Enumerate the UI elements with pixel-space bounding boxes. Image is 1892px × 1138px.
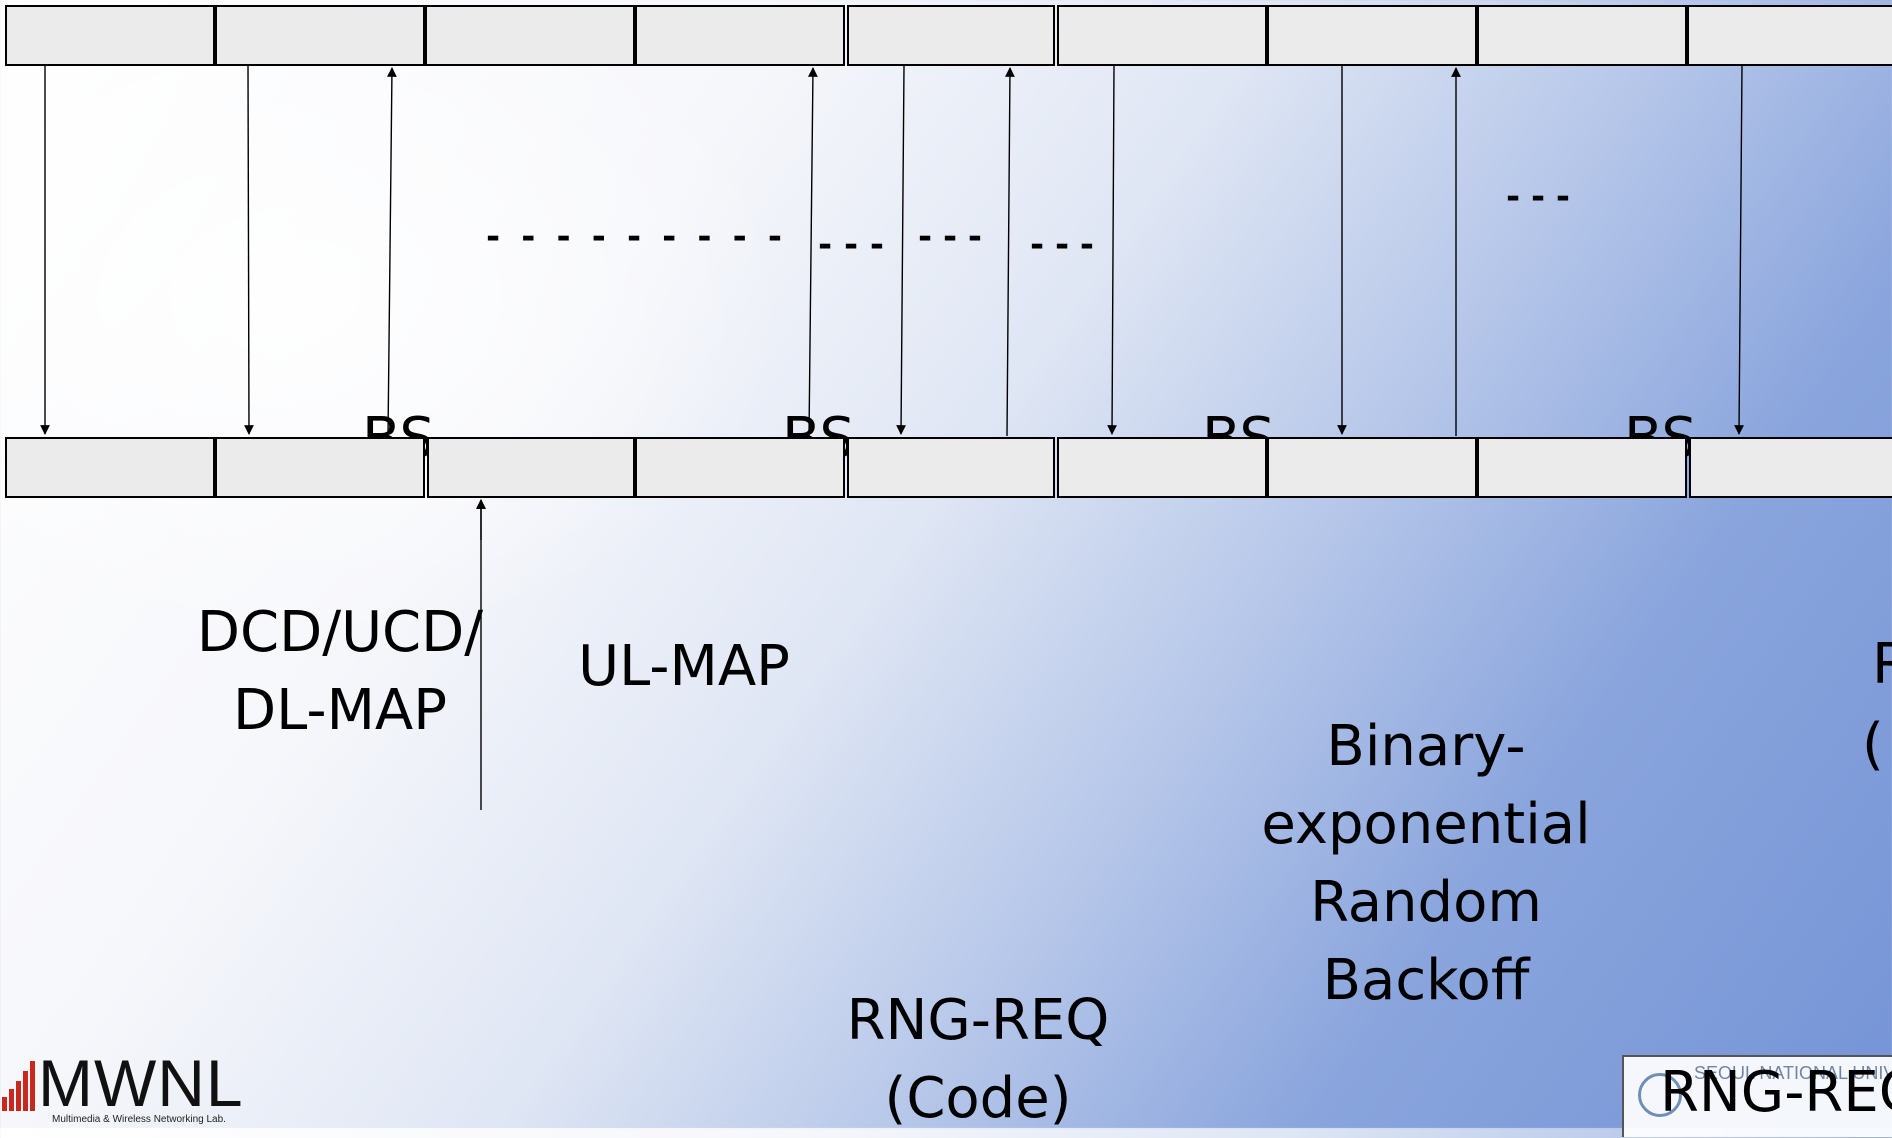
bottom-frame-cell <box>848 438 1054 497</box>
rng-req-line-2: (Code) <box>847 1060 1110 1138</box>
dcd-ucd-dl-map-label: DCD/UCD/ DL-MAP <box>197 594 483 750</box>
bottom-frame-cell <box>1478 438 1686 497</box>
top-frame-row <box>6 6 1892 65</box>
bottom-frame-cell <box>1058 438 1266 497</box>
rng-req-code-label: RNG-REQ (Code) <box>847 982 1110 1138</box>
logo-bars-icon <box>2 1061 35 1111</box>
bottom-frame-cell <box>6 438 214 497</box>
rng-req-line-1: RNG-REQ <box>847 982 1110 1060</box>
binary-backoff-line-1: Binary- <box>1261 708 1590 786</box>
top-frame-cell <box>636 6 844 65</box>
logo-subtitle: Multimedia & Wireless Networking Lab. <box>52 1114 226 1125</box>
dcd-ucd-dl-map-line-2: DL-MAP <box>197 672 483 750</box>
binary-backoff-line-2: exponential <box>1261 786 1590 864</box>
binary-backoff-line-4: Backoff <box>1261 942 1590 1020</box>
ul-map-label: UL-MAP <box>578 628 790 706</box>
down-arrow <box>1112 66 1114 434</box>
ellipsis-short: --- <box>1506 177 1570 217</box>
mwnl-logo: MWNL Multimedia & Wireless Networking La… <box>2 1055 244 1111</box>
down-arrow <box>1739 66 1742 434</box>
bottom-frame-cell <box>636 438 844 497</box>
bottom-frame-cell <box>1690 438 1892 497</box>
ellipsis-short: --- <box>918 217 982 257</box>
bottom-frame-overlay <box>216 438 1892 497</box>
top-frame-cell <box>1688 6 1892 65</box>
up-arrow <box>809 68 813 436</box>
bottom-frame-cell <box>428 438 634 497</box>
bottom-frame-cell <box>216 438 424 497</box>
down-arrow <box>248 66 249 434</box>
rng-req-right-label: RNG-REQ <box>1660 1060 1892 1125</box>
dcd-ucd-dl-map-line-1: DCD/UCD/ <box>197 594 483 672</box>
top-frame-cell <box>426 6 634 65</box>
top-frame-cell <box>6 6 214 65</box>
top-frame-cell <box>1478 6 1686 65</box>
top-frame-cell <box>1268 6 1476 65</box>
up-arrow <box>388 68 392 436</box>
down-arrow <box>901 66 904 434</box>
logo-name: MWNL <box>38 1055 244 1111</box>
binary-backoff-label: Binary- exponential Random Backoff <box>1261 708 1590 1020</box>
top-frame-cell <box>848 6 1054 65</box>
right-edge-label-2: ( <box>1862 712 1884 777</box>
downlink-arrows <box>45 66 1742 434</box>
ellipsis-short: --- <box>1030 225 1094 265</box>
up-arrow <box>1007 68 1010 436</box>
binary-backoff-line-3: Random <box>1261 864 1590 942</box>
top-frame-cell <box>1058 6 1266 65</box>
ellipsis-short: --- <box>818 225 884 265</box>
top-frame-cell <box>216 6 424 65</box>
ellipsis-long: --------- <box>486 217 782 257</box>
bottom-frame-cell <box>1268 438 1476 497</box>
right-edge-label-1: R <box>1872 632 1892 697</box>
